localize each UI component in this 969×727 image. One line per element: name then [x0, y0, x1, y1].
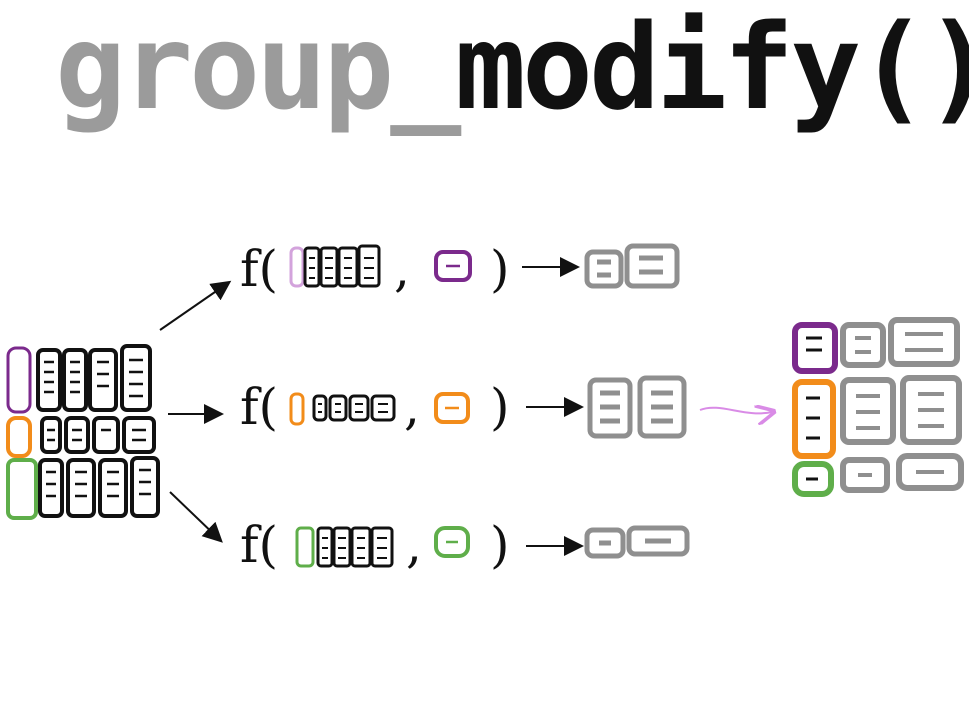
key-cell-purple — [6, 346, 32, 414]
close-paren: ) — [490, 240, 510, 298]
separator: , — [406, 516, 422, 574]
fn-label: f( — [240, 240, 278, 298]
result-green — [584, 525, 690, 559]
split-arrows — [159, 280, 232, 543]
title-graphic: group_ modify() — [55, 0, 969, 136]
title-gray-part: group_ — [55, 0, 462, 136]
output-key-green — [792, 461, 834, 497]
key-cell-orange — [6, 416, 32, 458]
output-key-purple — [792, 322, 838, 374]
function-call-purple: f( , ) — [240, 240, 680, 298]
fn-label: f( — [240, 516, 278, 574]
key-arg-orange — [434, 392, 470, 424]
function-call-orange: f( , ) — [240, 375, 772, 439]
fn-label: f( — [240, 378, 278, 436]
split-arrow-bottom — [169, 491, 223, 543]
input-group-purple — [36, 344, 152, 412]
split-arrow-top — [159, 280, 232, 331]
close-paren: ) — [490, 516, 510, 574]
function-call-green: f( , ) — [240, 516, 690, 574]
group-key-strip — [289, 392, 305, 426]
input-group-orange — [40, 416, 156, 454]
key-cell-green — [6, 458, 38, 520]
title-black-part: modify() — [455, 0, 969, 136]
separator: , — [394, 240, 410, 298]
input-group-green — [38, 456, 160, 518]
result-purple — [584, 243, 680, 289]
output-data-frame — [792, 317, 964, 497]
input-data-frame — [6, 344, 160, 520]
combine-arrow — [699, 408, 772, 414]
group-key-strip — [295, 526, 315, 568]
output-key-orange — [792, 379, 836, 459]
title: group_ modify() — [0, 0, 969, 150]
key-arg-purple — [434, 250, 472, 282]
separator: , — [404, 378, 420, 436]
close-paren: ) — [490, 378, 510, 436]
result-orange — [587, 375, 687, 439]
group-key-strip — [289, 246, 305, 288]
input-cell-marks — [44, 358, 151, 498]
key-arg-green — [434, 526, 470, 558]
output-values — [840, 317, 964, 493]
